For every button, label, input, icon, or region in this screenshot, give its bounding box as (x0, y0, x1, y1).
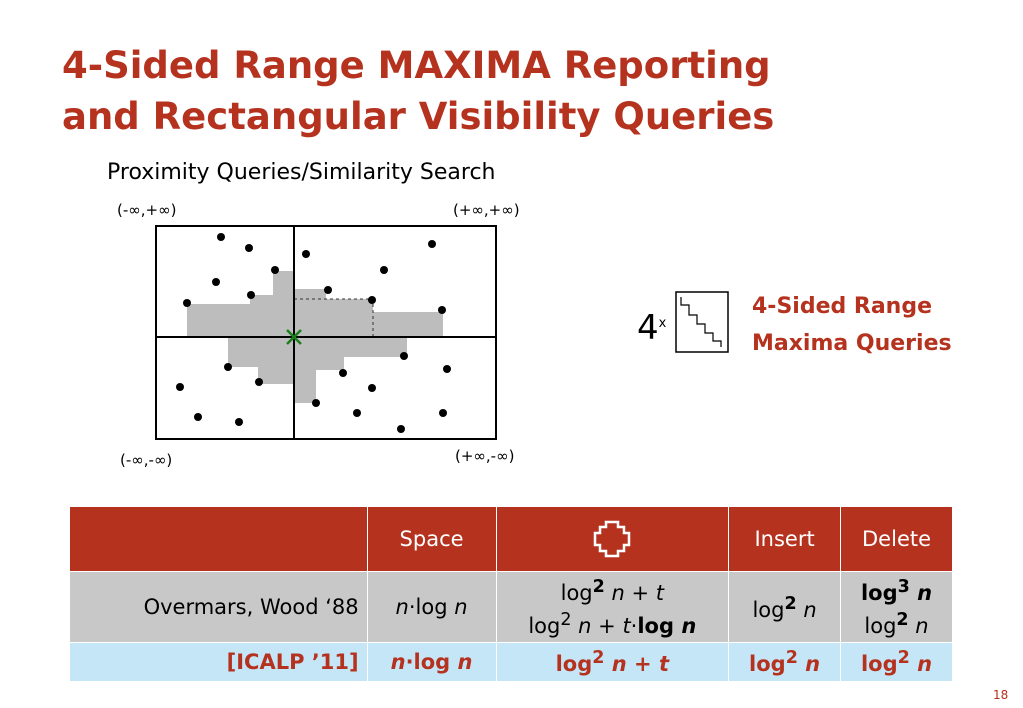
var-n: n (796, 597, 817, 622)
cell-space: n·log n (366, 642, 497, 682)
var-t: t (658, 652, 669, 676)
corner-label-bottom-left: (-∞,-∞) (120, 451, 173, 469)
log-bold: log (860, 581, 898, 605)
cross-icon (594, 520, 631, 558)
maxima-label-line-2: Maxima Queries (752, 331, 952, 356)
query-point-x-icon (286, 329, 302, 345)
exponent: 2 (896, 610, 909, 630)
cell-insert: log2 n (728, 571, 842, 643)
corner-label-top-left: (-∞,+∞) (117, 201, 177, 219)
exponent: 2 (592, 648, 605, 668)
cell-query: log2 n + t (495, 642, 730, 682)
table-header-row: Space Insert Delete (69, 506, 953, 572)
maxima-label-line-1: 4-Sided Range (752, 294, 933, 319)
multiplier-label: 4x (637, 308, 666, 348)
cell-space: n·log n (366, 571, 497, 643)
query-line-2: log2 n + t·log n (505, 607, 721, 640)
var-n: n (909, 652, 933, 676)
plus: + (626, 652, 659, 676)
log-text: ·log (405, 650, 458, 674)
exponent: 2 (784, 593, 797, 614)
range-maxima-diagram (155, 225, 497, 440)
cell-insert: log2 n (728, 642, 842, 682)
title-line-2: and Rectangular Visibility Queries (62, 95, 775, 138)
log-text: log (860, 652, 898, 676)
point-set (176, 233, 451, 433)
var-n-bold: n (674, 614, 697, 638)
header-space: Space (366, 506, 497, 572)
query-rectangle (155, 225, 497, 440)
slide-subtitle: Proximity Queries/Similarity Search (107, 160, 496, 185)
log-bold: log (637, 614, 675, 638)
exponent: 2 (592, 577, 605, 597)
cell-query: log2 n + t log2 n + t·log n (495, 571, 730, 643)
plus: + (591, 614, 623, 638)
log-text: log (528, 614, 561, 638)
delete-line-1: log3 n (849, 574, 944, 607)
var-n: n (604, 581, 625, 605)
row-reference: Overmars, Wood ‘88 (69, 571, 368, 643)
header-reference (69, 506, 368, 572)
var-n-bold: n (909, 581, 933, 605)
var-n: n (454, 594, 468, 619)
var-n: n (604, 652, 627, 676)
plus: + (624, 581, 656, 605)
exponent: 3 (897, 577, 910, 597)
log-text: log (560, 581, 593, 605)
exponent: 2 (785, 648, 798, 668)
var-n: n (395, 594, 409, 619)
log-text: log (555, 652, 593, 676)
query-line-1: log2 n + t (505, 574, 721, 607)
var-n: n (797, 652, 821, 676)
multiplier-number: 4 (637, 308, 659, 348)
header-query (495, 506, 730, 572)
table-row: [ICALP ’11] n·log n log2 n + t log2 n lo… (69, 642, 953, 682)
var-n: n (571, 614, 592, 638)
exponent: 2 (560, 610, 572, 630)
corner-label-top-right: (+∞,+∞) (453, 201, 520, 219)
var-t: t (655, 581, 664, 605)
staircase-icon (675, 291, 729, 353)
var-n: n (457, 650, 473, 674)
log-text: log (864, 614, 897, 638)
exponent: 2 (897, 648, 910, 668)
maxima-queries-label: 4-Sided Range Maxima Queries (752, 288, 952, 362)
staircase-region (187, 271, 443, 403)
log-text: ·log (408, 594, 455, 619)
var-n: n (908, 614, 929, 638)
header-insert: Insert (728, 506, 842, 572)
var-t: t (622, 614, 631, 638)
header-delete: Delete (840, 506, 953, 572)
corner-label-bottom-right: (+∞,-∞) (455, 447, 515, 465)
log-text: log (749, 652, 786, 676)
page-number: 18 (993, 688, 1009, 702)
table-row: Overmars, Wood ‘88 n·log n log2 n + t lo… (69, 571, 953, 643)
row-reference: [ICALP ’11] (69, 642, 368, 682)
delete-line-2: log2 n (849, 607, 944, 640)
multiplier-times: x (658, 316, 667, 331)
log-text: log (752, 597, 785, 622)
slide-title: 4-Sided Range MAXIMA Reporting and Recta… (62, 40, 774, 142)
comparison-table: Space Insert Delete Overmars, Wood ‘88 n… (69, 506, 953, 682)
dot: · (630, 614, 638, 638)
title-line-1: 4-Sided Range MAXIMA Reporting (62, 44, 771, 87)
var-n: n (390, 650, 406, 674)
cell-delete: log2 n (840, 642, 953, 682)
cell-delete: log3 n log2 n (840, 571, 953, 643)
